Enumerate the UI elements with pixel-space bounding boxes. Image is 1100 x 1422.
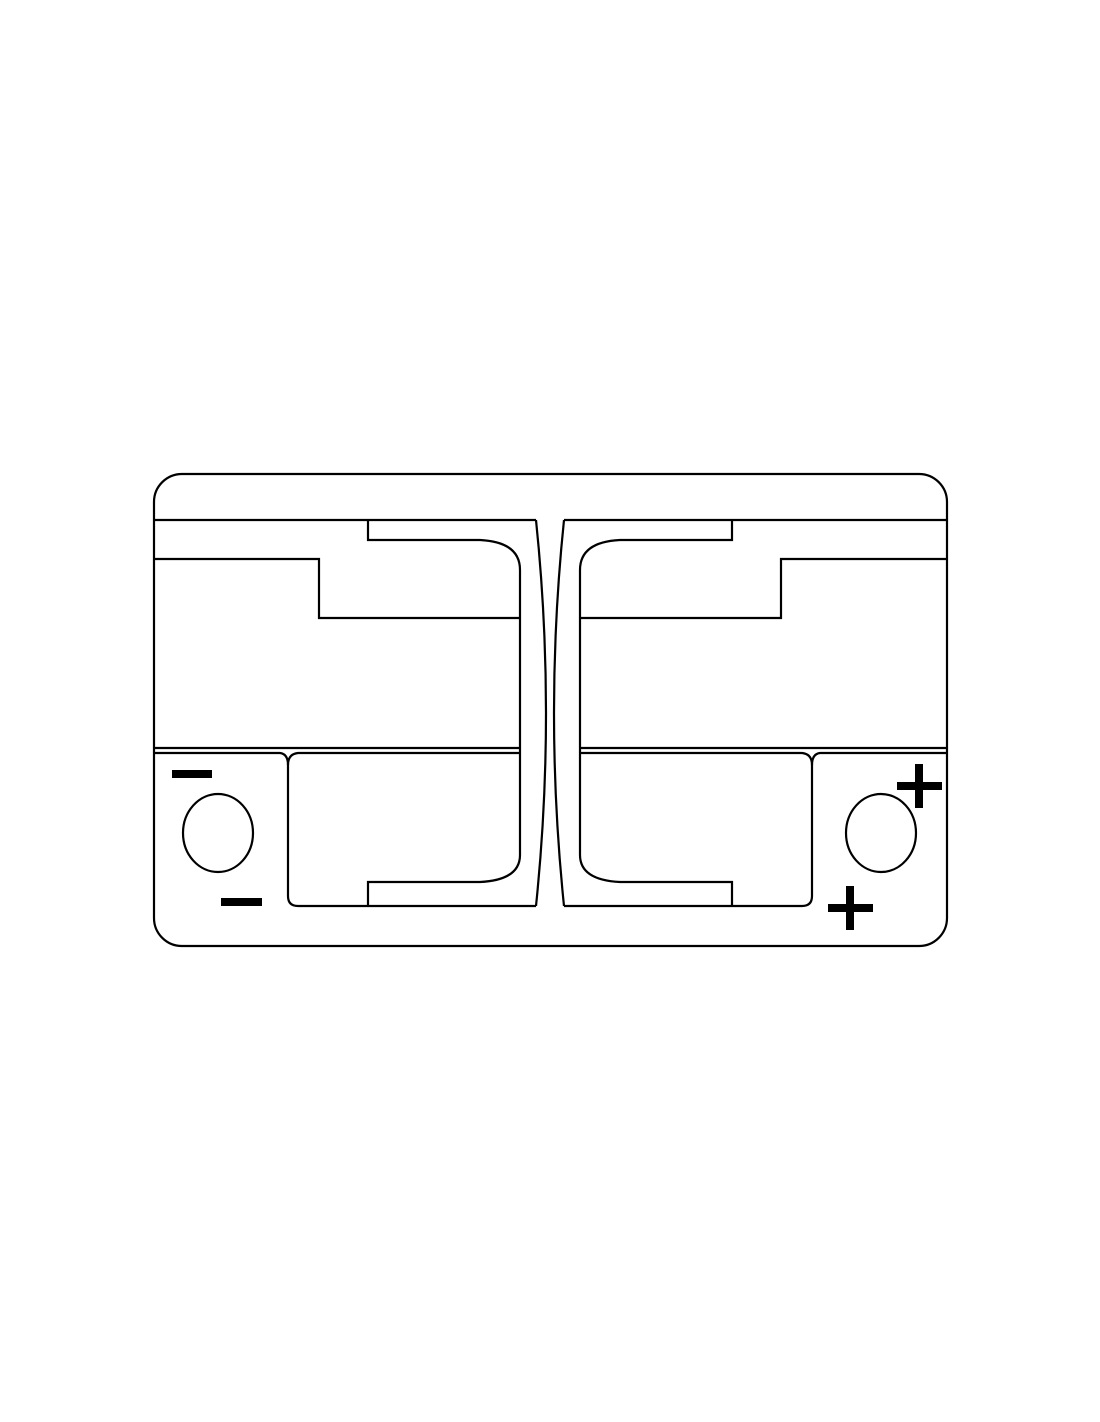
double-divider-line <box>154 746 520 766</box>
minus-icon <box>172 770 212 778</box>
cell-cover-outline <box>366 520 522 906</box>
negative-terminal <box>181 792 255 874</box>
center-divider-curve <box>534 519 548 907</box>
lower-cell-box <box>286 751 536 908</box>
battery-right-half <box>552 518 948 908</box>
battery-outline <box>152 472 949 948</box>
plus-icon <box>828 886 873 930</box>
positive-terminal <box>844 792 918 874</box>
plus-icon <box>897 764 942 808</box>
step-line <box>154 557 520 620</box>
minus-icon <box>221 898 262 906</box>
battery-left-half <box>154 518 548 908</box>
